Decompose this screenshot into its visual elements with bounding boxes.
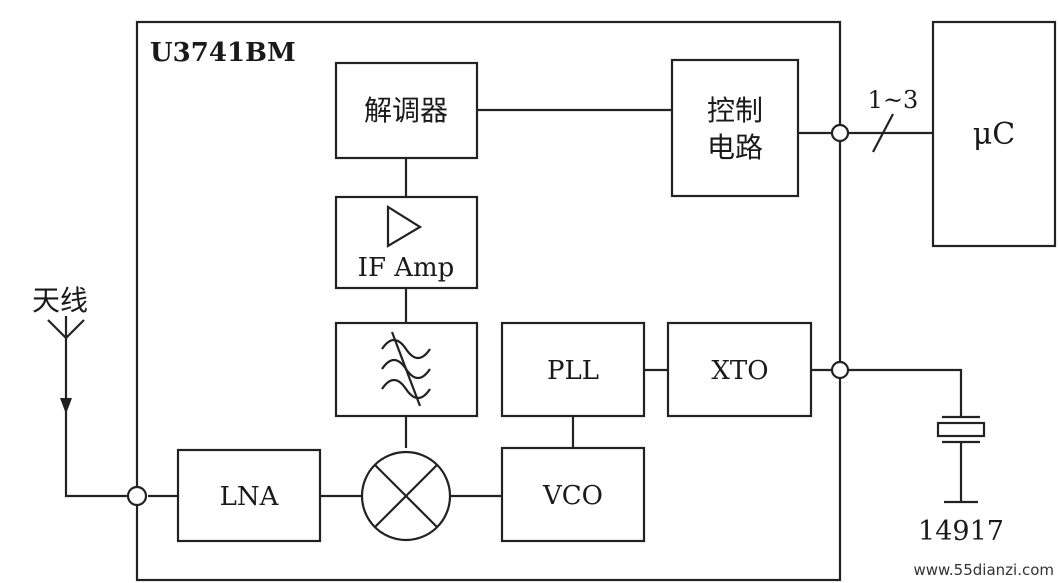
microcontroller-block: μC <box>931 20 1057 248</box>
control-circuit-block: 控制 电路 <box>670 58 800 198</box>
filter-block <box>334 321 479 418</box>
vco-label: VCO <box>542 481 603 511</box>
pll-label: PLL <box>547 356 599 386</box>
lna-block: LNA <box>176 448 322 543</box>
chip-name: U3741BM <box>150 38 296 68</box>
vco-block: VCO <box>500 446 646 543</box>
lna-label: LNA <box>220 482 280 512</box>
pin-control <box>830 123 850 143</box>
if-amp-label: IF Amp <box>358 253 455 283</box>
connection-wires <box>64 108 978 504</box>
bus-slash <box>872 113 894 153</box>
bus-width-label: 1~3 <box>868 86 919 114</box>
signal-arrow-icon <box>60 398 72 414</box>
mixer-icon <box>360 450 452 542</box>
pin-xtal <box>830 360 850 380</box>
pin-antenna <box>126 485 148 507</box>
bandpass-filter-icon <box>381 331 431 407</box>
microcontroller-label: μC <box>973 117 1015 152</box>
demodulator-label: 解调器 <box>364 94 448 127</box>
pll-block: PLL <box>500 321 646 418</box>
if-amp-block: IF Amp <box>334 195 479 290</box>
control-label-line1: 控制 <box>707 94 763 127</box>
xto-block: XTO <box>666 321 813 418</box>
wire-antenna <box>64 338 128 498</box>
crystal-label: 14917 <box>918 516 1004 547</box>
wire-crystal-top <box>848 368 963 417</box>
control-label-line2: 电路 <box>707 131 763 164</box>
crystal-icon <box>936 415 986 444</box>
antenna-icon <box>47 316 85 414</box>
xto-label: XTO <box>711 356 768 386</box>
watermark: www.55dianzi.com <box>913 561 1054 579</box>
amplifier-triangle-icon <box>386 205 423 248</box>
antenna-label: 天线 <box>32 284 88 317</box>
demodulator-block: 解调器 <box>334 61 479 160</box>
